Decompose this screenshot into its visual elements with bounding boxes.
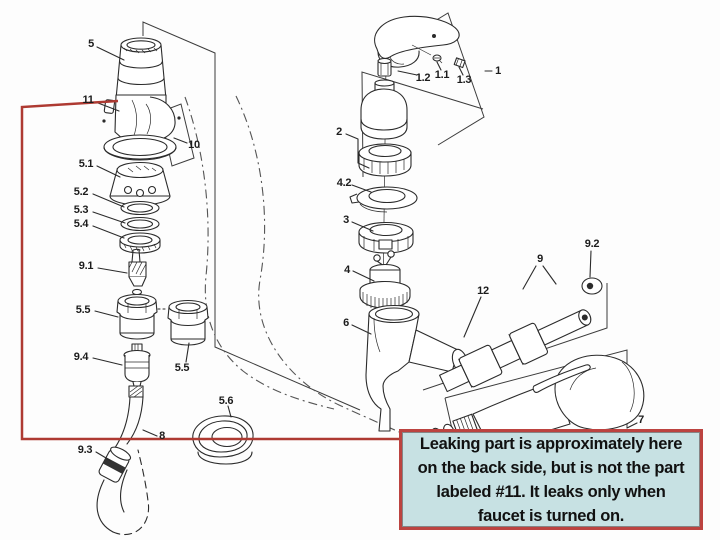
part-5-5-socket-left-drawing <box>116 293 168 340</box>
callout-line: Leaking part is approximately here <box>419 434 683 453</box>
part-1-1-screw-drawing <box>432 54 443 64</box>
part-label-9: 9 <box>537 253 543 265</box>
hose-routing-lines <box>184 95 400 433</box>
part-9-1-valve-drawing <box>128 248 147 296</box>
part-4-2-cam-ring-drawing <box>349 186 418 213</box>
part-5-2-ring-drawing <box>120 200 160 216</box>
part-label-5-1: 5.1 <box>78 158 94 170</box>
part-9-4-check-valve-drawing <box>123 343 151 391</box>
callout-box: Leaking part is approximately here on th… <box>399 429 703 530</box>
part-label-5-5-right: 5.5 <box>174 362 190 374</box>
part-5-3-ring-drawing <box>120 216 160 232</box>
part-5-4-ribbed-ring-drawing <box>119 232 161 254</box>
part-11-diverter-housing-drawing <box>102 94 181 161</box>
leader-lines <box>92 46 638 462</box>
part-label-5: 5 <box>88 38 94 50</box>
part-label-5-3: 5.3 <box>73 204 89 216</box>
part-label-5-2: 5.2 <box>73 186 89 198</box>
part-label-1: 1 <box>495 65 501 77</box>
highlight-outline <box>20 99 399 441</box>
part-label-5-4: 5.4 <box>73 218 89 230</box>
part-label-1-1: 1.1 <box>434 69 450 81</box>
part-label-12: 12 <box>477 285 489 297</box>
part-3-ring-nut-drawing <box>358 221 414 254</box>
part-label-9-2: 9.2 <box>584 238 600 250</box>
part-label-6: 6 <box>343 317 349 329</box>
part-9-2-ring-drawing <box>581 277 603 295</box>
part-5-5-socket-right-drawing <box>167 299 209 346</box>
part-label-1-2: 1.2 <box>415 72 431 84</box>
part-label-1-3: 1.3 <box>456 74 472 86</box>
part-label-7: 7 <box>638 414 644 426</box>
part-12-wand-drawing <box>439 309 592 393</box>
part-label-9-4: 9.4 <box>73 351 89 363</box>
part-1-3-plug-drawing <box>453 57 466 69</box>
part-5-6-escutcheon-drawing <box>192 415 254 465</box>
part-label-5-6: 5.6 <box>218 395 234 407</box>
part-label-8: 8 <box>159 430 165 442</box>
callout-line: faucet is turned on. <box>477 506 625 525</box>
part-label-2: 2 <box>336 126 342 138</box>
callout-line: labeled #11. It leaks only when <box>436 482 666 501</box>
part-label-5-5-left: 5.5 <box>75 304 91 316</box>
part-label-11: 11 <box>82 94 94 106</box>
part-8-hose-drawing <box>111 385 144 453</box>
part-9-3-coupler-drawing <box>96 446 150 536</box>
part-label-4-2: 4.2 <box>336 177 352 189</box>
part-5-spout-sleeve-drawing <box>115 37 167 100</box>
part-5-1-cup-drawing <box>109 161 171 206</box>
callout-line: on the back side, but is not the part <box>417 458 685 477</box>
part-2-dome-cap-drawing <box>358 79 412 177</box>
part-label-4: 4 <box>344 264 350 276</box>
part-label-9-1: 9.1 <box>78 260 94 272</box>
part-label-9-3: 9.3 <box>77 444 93 456</box>
part-label-3: 3 <box>343 214 349 226</box>
part-label-10: 10 <box>188 139 200 151</box>
part-1-2-nut-drawing <box>377 57 392 77</box>
